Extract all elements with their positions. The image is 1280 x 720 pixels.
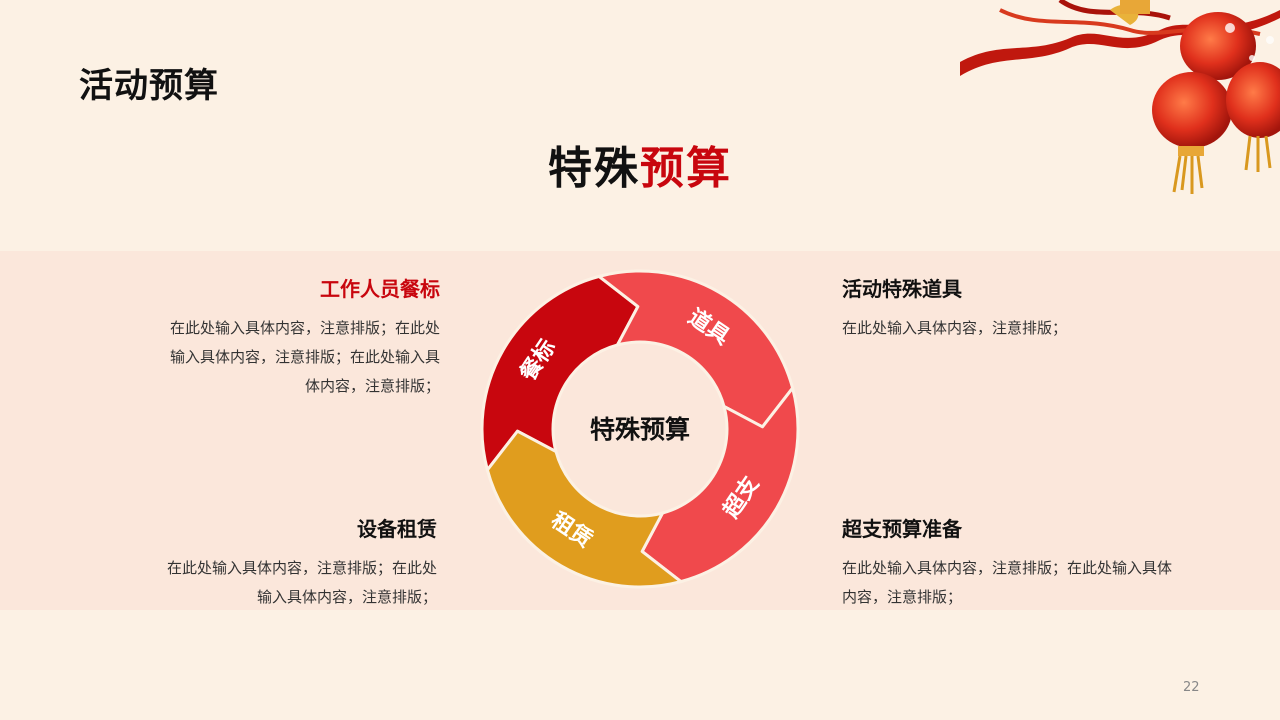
main-title-part2: 预算 bbox=[640, 143, 732, 194]
block-body: 在此处输入具体内容，注意排版； bbox=[842, 314, 1222, 343]
block-line: 在此处输入具体内容，注意排版；在此处 bbox=[169, 319, 440, 337]
block-line: 体内容，注意排版； bbox=[304, 377, 440, 395]
block-bottom-right: 超支预算准备 在此处输入具体内容，注意排版；在此处输入具体 内容，注意排版； bbox=[842, 513, 1222, 612]
page-number: 22 bbox=[1183, 680, 1200, 695]
block-line: 输入具体内容，注意排版；在此处输入具 bbox=[169, 348, 440, 366]
block-title: 设备租赁 bbox=[357, 517, 437, 541]
cycle-center-label: 特殊预算 bbox=[589, 415, 690, 444]
block-line: 在此处输入具体内容，注意排版；在此处 bbox=[166, 559, 437, 577]
block-line: 内容，注意排版； bbox=[842, 588, 963, 606]
block-title: 活动特殊道具 bbox=[842, 277, 962, 301]
block-top-left: 工作人员餐标 在此处输入具体内容，注意排版；在此处 输入具体内容，注意排版；在此… bbox=[110, 273, 440, 401]
block-line: 在此处输入具体内容，注意排版； bbox=[842, 319, 1068, 337]
block-top-right: 活动特殊道具 在此处输入具体内容，注意排版； bbox=[842, 273, 1222, 343]
main-title-part1: 特殊 bbox=[548, 143, 640, 194]
block-body: 在此处输入具体内容，注意排版；在此处输入具体 内容，注意排版； bbox=[842, 554, 1222, 612]
cycle-segment bbox=[485, 429, 683, 589]
block-body: 在此处输入具体内容，注意排版；在此处 输入具体内容，注意排版；在此处输入具 体内… bbox=[110, 314, 440, 401]
main-title: 特殊预算 bbox=[0, 132, 1280, 196]
block-title: 工作人员餐标 bbox=[320, 277, 440, 301]
block-line: 在此处输入具体内容，注意排版；在此处输入具体 bbox=[842, 559, 1173, 577]
block-title: 超支预算准备 bbox=[842, 517, 962, 541]
lantern-decoration bbox=[960, 0, 1280, 194]
block-body: 在此处输入具体内容，注意排版；在此处 输入具体内容，注意排版； bbox=[107, 554, 437, 612]
cycle-segment bbox=[597, 269, 795, 429]
cycle-diagram: 餐标道具超支租赁 特殊预算 bbox=[475, 264, 805, 594]
block-line: 输入具体内容，注意排版； bbox=[256, 588, 437, 606]
block-bottom-left: 设备租赁 在此处输入具体内容，注意排版；在此处 输入具体内容，注意排版； bbox=[107, 513, 437, 612]
page-heading: 活动预算 bbox=[79, 66, 219, 106]
